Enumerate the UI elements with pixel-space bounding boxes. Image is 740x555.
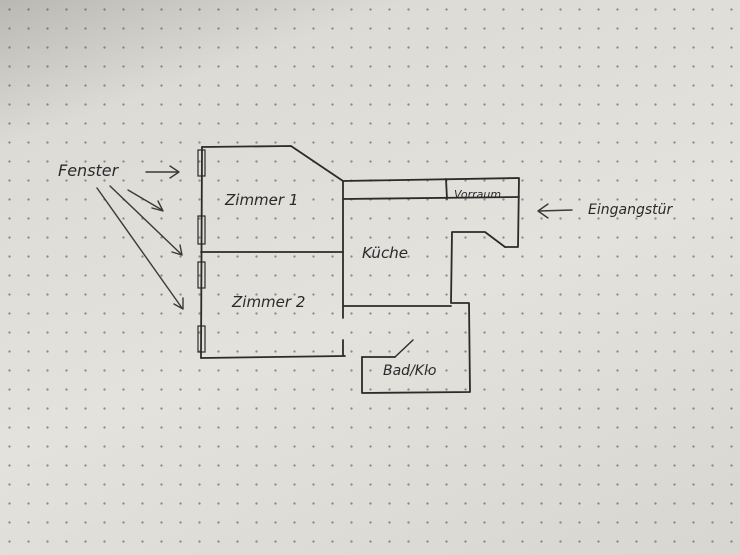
fenster-arrows bbox=[96, 165, 184, 310]
label-eingangstuer: Eingangstür bbox=[588, 202, 673, 218]
floor-plan-walls bbox=[200, 145, 520, 394]
label-vorraum: Vorraum bbox=[454, 188, 501, 201]
arrow-to-window-2 bbox=[127, 189, 164, 212]
windows bbox=[197, 149, 206, 353]
label-bad-klo: Bad/Klo bbox=[383, 363, 436, 379]
top-wall-kueche-vorraum bbox=[342, 177, 520, 248]
label-zimmer2: Zimmer 2 bbox=[231, 293, 305, 311]
top-wall-zimmer1 bbox=[201, 145, 344, 182]
entrance-arrow bbox=[537, 203, 573, 219]
label-zimmer1: Zimmer 1 bbox=[224, 191, 298, 209]
arrow-to-window-4 bbox=[96, 187, 184, 310]
bad-top-wall bbox=[343, 305, 452, 358]
bad-door-swing bbox=[394, 339, 414, 358]
arrow-to-window-3 bbox=[109, 185, 183, 256]
label-kueche: Küche bbox=[362, 244, 408, 262]
arrow-to-window-1 bbox=[145, 165, 180, 179]
window-1 bbox=[197, 149, 206, 177]
window-4 bbox=[197, 325, 206, 353]
entrance-side-wall bbox=[361, 231, 506, 394]
bottom-wall bbox=[200, 355, 346, 359]
label-fenster: Fenster bbox=[58, 161, 120, 180]
window-3 bbox=[197, 261, 206, 289]
vorraum-partition bbox=[342, 178, 520, 200]
window-2 bbox=[197, 215, 206, 245]
